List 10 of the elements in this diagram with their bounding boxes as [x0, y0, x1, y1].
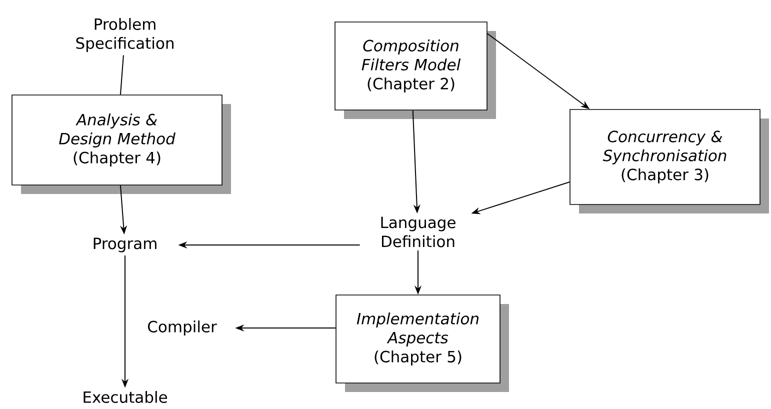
text-label: Language Definition: [381, 216, 456, 248]
process-box: Concurrency & Synchronisation (Chapter 3): [570, 109, 769, 214]
process-box: Composition Filters Model (Chapter 2): [334, 22, 496, 119]
process-box: Analysis & Design Method (Chapter 4): [12, 94, 231, 194]
text-label: Problem Specification: [76, 18, 174, 52]
text-label: Executable: [84, 391, 168, 403]
connector-line: [120, 54, 124, 96]
text-label: Compiler: [148, 320, 217, 336]
text-label: Program: [94, 238, 156, 252]
process-box: Implementation Aspects (Chapter 5): [336, 294, 509, 392]
